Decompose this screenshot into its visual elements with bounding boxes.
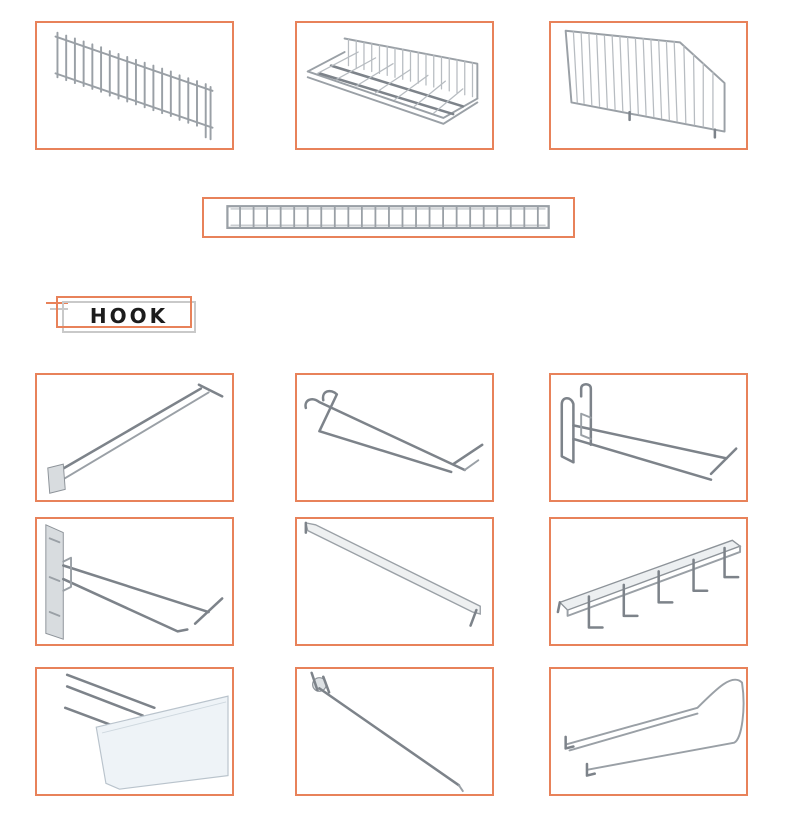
product-tile-single-pin-hook[interactable] [295, 667, 494, 796]
hanging-bar-image [304, 521, 481, 627]
label-holder-image [63, 673, 229, 790]
product-tile-grid-double-hook[interactable] [549, 373, 748, 502]
product-tile-slatwall-double-hook[interactable] [35, 517, 234, 646]
heading-shadow-frame [62, 301, 196, 333]
heading-decoration-line [50, 308, 68, 310]
product-tile-single-wire-hook-with-label-holder[interactable] [35, 373, 234, 502]
grid-hook-image [560, 382, 738, 481]
hook-section-title: HOOK [89, 304, 169, 328]
product-tile-wire-shelf-basket[interactable] [295, 21, 494, 150]
product-tile-wire-shelf-fence-front[interactable] [35, 21, 234, 150]
pin-hook-image [310, 671, 464, 793]
product-tile-wire-shelf-divider[interactable] [549, 21, 748, 150]
hook-section-heading: HOOK [46, 293, 196, 335]
wire-hook-image [47, 383, 224, 494]
product-tile-curved-wire-hanger[interactable] [549, 667, 748, 796]
wire-basket-image [306, 37, 479, 125]
wire-divider-image [564, 29, 726, 139]
product-tile-hook-label-holder[interactable] [35, 667, 234, 796]
waterfall-bar-image [556, 539, 742, 629]
slatwall-hook-image [45, 524, 224, 640]
curved-hanger-image [564, 678, 745, 777]
product-tile-wire-ladder-strip[interactable] [202, 197, 575, 238]
heading-frame [56, 296, 192, 328]
wire-ladder-image [226, 205, 550, 230]
product-tile-five-hook-waterfall-bar[interactable] [549, 517, 748, 646]
pegboard-hook-image [304, 389, 484, 474]
product-tile-pegboard-double-prong-hook[interactable] [295, 373, 494, 502]
product-tile-hanging-bar[interactable] [295, 517, 494, 646]
wire-fence-image [54, 31, 214, 141]
